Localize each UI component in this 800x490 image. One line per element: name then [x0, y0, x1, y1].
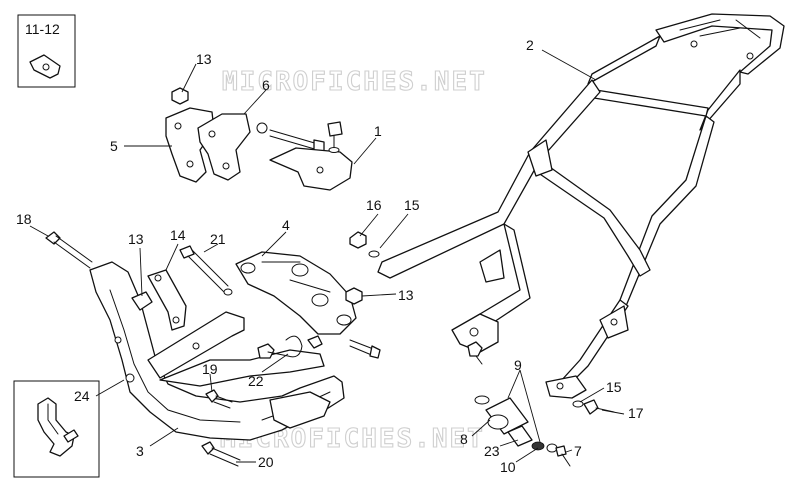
lower-frame [89, 261, 345, 441]
callout-24: 24 [74, 388, 90, 404]
callout-2: 2 [526, 37, 534, 53]
leader-lines [29, 49, 625, 463]
bolt-18 [45, 231, 93, 269]
bolt-19 [205, 389, 233, 409]
callout-15-upper: 15 [404, 197, 420, 213]
callout-6: 6 [262, 77, 270, 93]
spacer-assembly [474, 395, 571, 467]
bracket-6 [197, 113, 251, 181]
callout-9: 9 [514, 357, 522, 373]
callout-21: 21 [210, 231, 226, 247]
callout-labels: 13 6 5 1 2 16 15 18 13 14 21 4 13 19 22 … [16, 37, 644, 475]
nut-13-top [171, 87, 189, 105]
watermark-top: MICROFICHES.NET [222, 67, 487, 97]
callout-20: 20 [258, 454, 274, 470]
callout-3: 3 [136, 443, 144, 459]
bracket-14 [147, 269, 187, 331]
callout-18: 18 [16, 211, 32, 227]
callout-5: 5 [110, 138, 118, 154]
callout-13-right: 13 [398, 287, 414, 303]
callout-11-12: 11-12 [25, 21, 60, 37]
callout-1: 1 [374, 123, 382, 139]
callout-15-lower: 15 [606, 379, 622, 395]
callout-14: 14 [170, 227, 186, 243]
bolt-16-upper [349, 231, 380, 258]
bolt-right-mount [349, 339, 381, 359]
callout-17: 17 [628, 405, 644, 421]
callout-23: 23 [484, 443, 500, 459]
callout-7: 7 [574, 443, 582, 459]
bracket-1 [269, 121, 353, 191]
bolt-20 [201, 441, 241, 467]
bolt-21 [179, 245, 233, 296]
callout-22: 22 [248, 373, 264, 389]
inset-clip-nut: 11-12 [17, 14, 76, 88]
callout-10: 10 [500, 459, 516, 475]
callout-16: 16 [366, 197, 382, 213]
callout-4: 4 [282, 217, 290, 233]
clip-22 [257, 335, 323, 359]
callout-13-left: 13 [128, 231, 144, 247]
engine-mount-4 [235, 251, 363, 335]
callout-19: 19 [202, 361, 218, 377]
bolt-17 [572, 399, 615, 415]
rear-subframe [377, 13, 785, 399]
callout-13-top: 13 [196, 51, 212, 67]
inset-clamp [13, 380, 100, 478]
bolt-long-top [256, 122, 325, 153]
callout-8: 8 [460, 431, 468, 447]
